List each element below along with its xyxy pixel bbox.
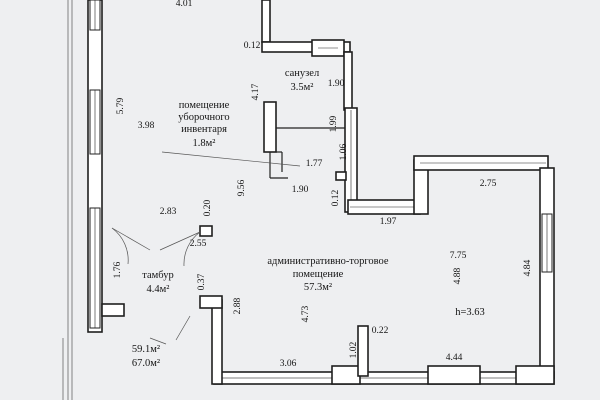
inventory-name-line2: уборочного	[178, 112, 229, 123]
inventory-name-line3: инвентаря	[181, 124, 227, 135]
dim-0-12-bay: 0.12	[331, 189, 341, 206]
dim-1-77: 1.77	[306, 159, 323, 169]
dim-7-75: 7.75	[450, 251, 467, 261]
total-area-2: 67.0м²	[132, 358, 160, 369]
dim-2-55: 2.55	[190, 239, 207, 249]
dim-1-90-sanuzel: 1.90	[328, 79, 345, 89]
sanuzel-area: 3.5м²	[291, 82, 314, 93]
leader-lines	[149, 151, 301, 345]
top-partition	[261, 0, 351, 57]
admin-name-line2: помещение	[293, 269, 344, 280]
inventory-area: 1.8м²	[193, 138, 216, 149]
dim-4-73: 4.73	[301, 305, 311, 322]
dim-1-99: 1.99	[329, 115, 339, 132]
dim-1-97: 1.97	[380, 217, 397, 227]
left-window-lower	[89, 207, 101, 329]
dim-0-37: 0.37	[197, 273, 207, 290]
admin-name-line1: административно-торговое	[267, 256, 389, 267]
dim-1-90-inventory: 1.90	[292, 185, 309, 195]
left-exterior-wall	[62, 0, 103, 400]
ceiling-height: h=3.63	[455, 307, 485, 318]
bottom-exterior-wall	[213, 365, 555, 385]
dim-1-06: 1.06	[339, 143, 349, 160]
tambur-area: 4.4м²	[147, 284, 170, 295]
right-exterior-wall	[539, 167, 555, 379]
dim-4-44: 4.44	[446, 353, 463, 363]
dim-0-22: 0.22	[372, 326, 389, 336]
sanuzel-right-wall	[343, 51, 358, 213]
dim-4-17: 4.17	[251, 83, 261, 100]
dim-2-75: 2.75	[480, 179, 497, 189]
dim-0-20: 0.20	[203, 199, 213, 216]
dim-top: 4.01	[176, 0, 193, 9]
dim-2-83: 2.83	[160, 207, 177, 217]
bay-wall	[347, 155, 549, 215]
dim-3-06: 3.06	[280, 359, 297, 369]
left-window-top	[89, 0, 101, 31]
entrance-step	[101, 303, 125, 317]
total-area-1: 59.1м²	[132, 344, 160, 355]
inventory-name-line1: помещение	[179, 100, 230, 111]
dim-2-88: 2.88	[233, 297, 243, 314]
inventory-room-walls	[263, 101, 347, 181]
dim-9-56: 9.56	[237, 179, 247, 196]
tambur-walls	[199, 225, 369, 385]
tambur-name: тамбур	[142, 270, 173, 281]
dim-4-84: 4.84	[523, 259, 533, 276]
dim-1-02: 1.02	[349, 341, 359, 358]
dim-3-98: 3.98	[138, 121, 155, 131]
dim-1-76: 1.76	[113, 261, 123, 278]
dim-5-79: 5.79	[116, 97, 126, 114]
admin-area: 57.3м²	[304, 282, 332, 293]
sanuzel-name: санузел	[285, 68, 319, 79]
left-window-middle	[89, 89, 101, 155]
door-swing-left	[111, 227, 151, 265]
dim-0-12-top: 0.12	[244, 41, 261, 51]
dim-4-88: 4.88	[453, 267, 463, 284]
door-swing-right	[159, 231, 201, 267]
